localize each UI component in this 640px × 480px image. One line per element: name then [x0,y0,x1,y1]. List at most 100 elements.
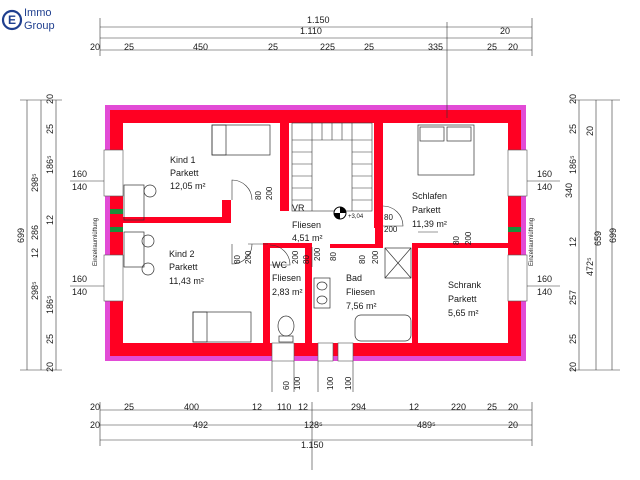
svg-text:25: 25 [45,124,55,134]
bottom-total: 1.150 [301,440,324,450]
svg-text:200: 200 [244,250,253,264]
svg-text:225: 225 [320,42,335,52]
room-vr-floor: Fliesen [292,220,321,230]
svg-text:25: 25 [364,42,374,52]
svg-text:220: 220 [451,402,466,412]
svg-text:20: 20 [90,42,100,52]
svg-text:80: 80 [452,236,461,245]
svg-text:489⁵: 489⁵ [417,420,436,430]
door-labels: 80 200 80 200 80 200 80 200 80 200 80 20… [233,186,473,264]
svg-text:20: 20 [45,94,55,104]
svg-text:12: 12 [30,248,40,258]
room-kind1-area: 12,05 m² [170,181,206,191]
svg-text:80: 80 [254,191,263,200]
svg-text:20: 20 [508,420,518,430]
svg-text:100: 100 [344,376,353,390]
svg-text:492: 492 [193,420,208,430]
svg-text:20: 20 [508,402,518,412]
window-wc [271,342,295,362]
svg-text:659: 659 [593,231,603,246]
wall-bad-north [375,228,383,248]
svg-text:140: 140 [72,287,87,297]
room-schlafen-floor: Parkett [412,205,441,215]
svg-text:100: 100 [326,376,335,390]
svg-text:25: 25 [487,42,497,52]
svg-text:160: 160 [72,169,87,179]
room-wc-area: 2,83 m² [272,287,303,297]
wall-vr-west [222,200,231,223]
room-schlafen-name: Schlafen [412,191,447,201]
svg-text:200: 200 [291,250,300,264]
staircase [291,122,373,212]
building [105,105,526,361]
wall-stair-west [280,123,289,211]
svg-text:80: 80 [358,255,367,264]
room-schrank-area: 5,65 m² [448,308,479,318]
room-bad-floor: Fliesen [346,287,375,297]
svg-text:12: 12 [409,402,419,412]
svg-text:20: 20 [568,94,578,104]
room-wc-name: WC [272,260,287,270]
ventilation-units: Einzelraumlüftung Einzelraumlüftung [93,209,535,266]
svg-text:340: 340 [564,183,574,198]
svg-text:20: 20 [585,126,595,136]
sink-bad [313,277,331,309]
top-dimensions: 1.150 1.110 20 20 25 450 25 225 25 335 2… [90,15,533,118]
logo-line2: Group [24,20,55,32]
svg-text:12: 12 [568,237,578,247]
wall-stair-east [374,123,383,228]
room-kind2-floor: Parkett [169,262,198,272]
svg-text:699: 699 [16,228,26,243]
svg-text:20: 20 [90,402,100,412]
vent-label-left: Einzelraumlüftung [93,218,99,266]
bottom-dimensions: 20 25 400 12 110 12 294 12 220 25 20 20 … [90,402,533,470]
wall-bad-schrank [412,243,418,343]
window-schrank [507,254,528,302]
window-kind2 [103,254,124,302]
right-dimensions: 20 25 186⁵ 12 257 25 20 340 472⁵ 20 659 … [564,94,620,372]
room-bad-area: 7,56 m² [346,301,377,311]
svg-text:298⁵: 298⁵ [30,281,40,300]
room-kind2-area: 11,43 m² [169,276,204,286]
furniture [123,124,475,343]
company-logo: E Immo Group [1,7,55,32]
svg-text:699: 699 [608,228,618,243]
room-schlafen-area: 11,39 m² [412,219,447,229]
svg-text:80: 80 [233,255,242,264]
room-kind1-name: Kind 1 [170,155,196,165]
svg-text:12: 12 [45,215,55,225]
svg-text:110: 110 [277,402,291,412]
wall-wc-west [263,245,270,343]
svg-text:20: 20 [90,420,100,430]
svg-text:335: 335 [428,42,443,52]
svg-text:60: 60 [282,381,291,390]
level-marker: +3,04 [333,206,364,220]
svg-text:20: 20 [568,362,578,372]
svg-text:200: 200 [313,247,322,261]
svg-text:12: 12 [252,402,262,412]
desk-kind2 [123,231,145,268]
svg-text:200: 200 [265,186,274,200]
svg-text:20: 20 [500,26,510,36]
svg-text:25: 25 [124,42,134,52]
bottom-stub-labels: 60 100 100 100 [271,361,354,392]
svg-text:140: 140 [537,287,552,297]
left-dimensions: 699 298⁵ 286 12 298⁵ 20 25 186⁵ 12 186⁵ … [16,94,62,372]
wall-kind-divider [110,217,230,223]
room-vr-name: VR [292,203,305,213]
svg-text:400: 400 [184,402,199,412]
bathtub [354,314,412,342]
window-bad-1 [317,342,334,362]
svg-text:257: 257 [568,290,578,305]
logo-line1: Immo [24,7,52,19]
svg-text:25: 25 [487,402,497,412]
wall-wc-top [263,243,312,248]
room-schrank-floor: Parkett [448,294,477,304]
svg-text:294: 294 [351,402,366,412]
svg-text:20: 20 [45,362,55,372]
svg-text:80: 80 [329,252,338,261]
svg-text:160: 160 [537,274,552,284]
room-labels: Kind 1 Parkett 12,05 m² Kind 2 Parkett 1… [169,155,482,318]
room-schrank-name: Schrank [448,280,482,290]
